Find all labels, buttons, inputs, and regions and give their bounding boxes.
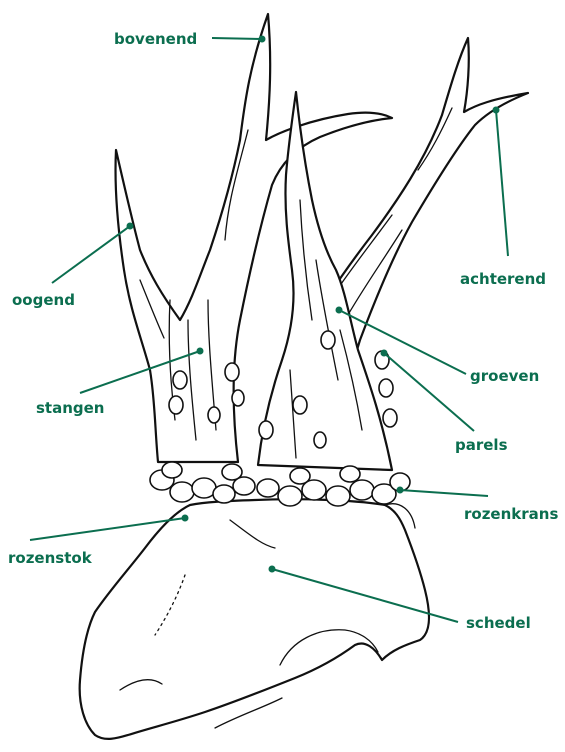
label-rozenkrans: rozenkrans: [464, 505, 558, 523]
label-stangen: stangen: [36, 399, 105, 417]
label-rozenstok: rozenstok: [8, 549, 93, 567]
label-oogend: oogend: [12, 291, 75, 309]
skull-drawing: [80, 499, 429, 739]
label-schedel: schedel: [466, 614, 531, 632]
leader-bovenend: [212, 38, 262, 39]
leader-rozenkrans: [400, 490, 488, 496]
label-groeven: groeven: [470, 367, 539, 385]
label-parels: parels: [455, 436, 508, 454]
label-bovenend: bovenend: [114, 30, 197, 48]
leader-oogend: [52, 226, 130, 283]
leader-achterend: [496, 110, 508, 256]
label-achterend: achterend: [460, 270, 546, 288]
